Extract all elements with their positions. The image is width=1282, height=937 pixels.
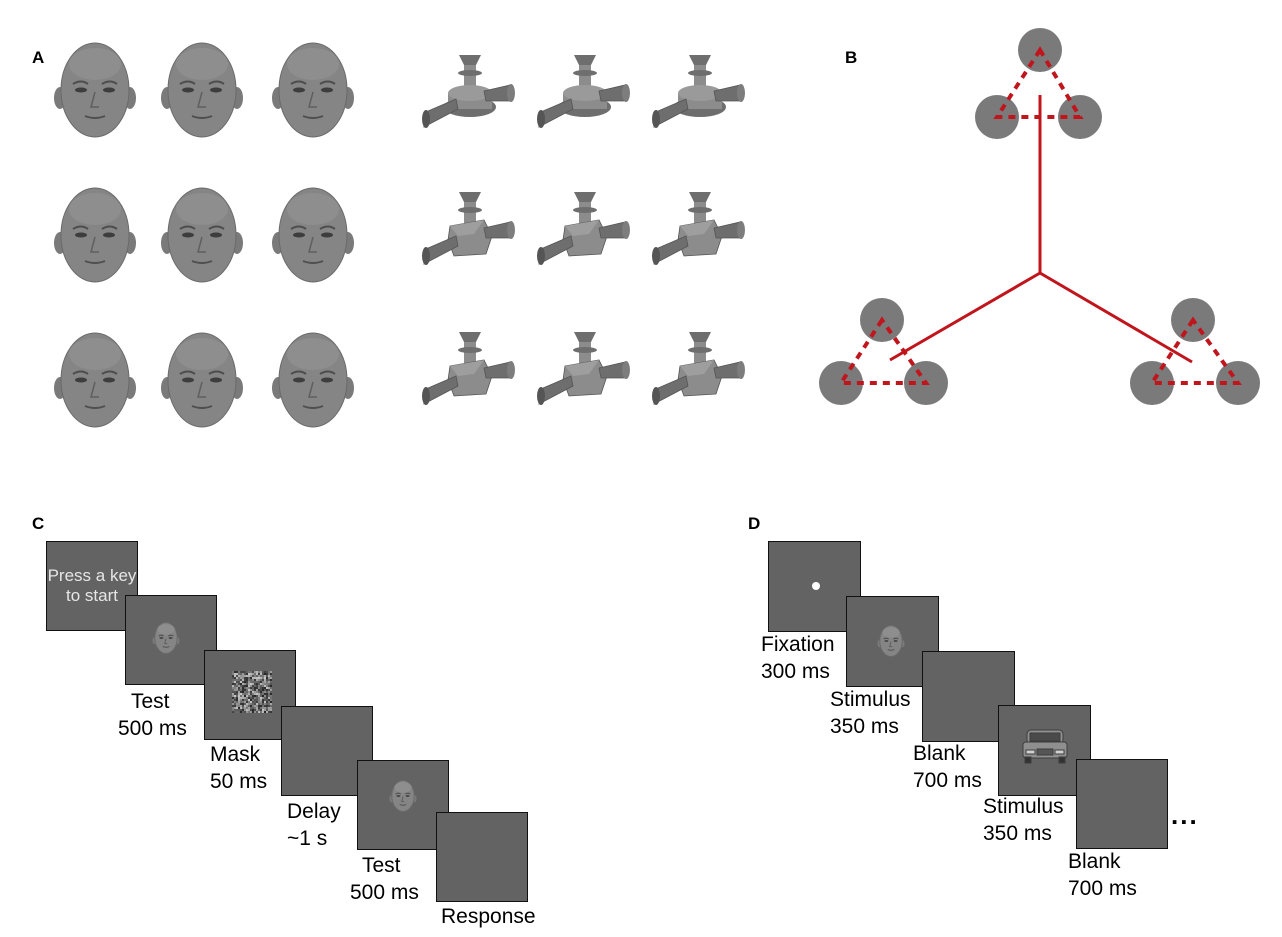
blank-screen-2 <box>1076 759 1168 849</box>
step-label: Response <box>441 905 536 928</box>
face-stimulus <box>54 332 136 428</box>
step-duration: 700 ms <box>913 769 982 792</box>
face-stimulus <box>161 187 243 283</box>
step-label: Stimulus <box>830 688 911 711</box>
fixation-dot <box>812 582 820 590</box>
step-duration: 50 ms <box>210 770 268 793</box>
object-stimulus <box>652 55 745 128</box>
node-cluster <box>1130 298 1260 405</box>
caption-blank-2: Blank 700 ms <box>1068 848 1137 902</box>
start-text-line1: Press a key <box>47 566 137 585</box>
step-label: Blank <box>1068 850 1121 873</box>
face-stimulus <box>161 42 243 138</box>
continuation-ellipsis: ... <box>1171 800 1199 830</box>
object-stimulus <box>537 55 630 128</box>
dashed-triangle <box>1148 316 1242 385</box>
step-label: Stimulus <box>983 795 1064 818</box>
face-stimulus <box>877 624 905 658</box>
caption-delay: Delay ~1 s <box>287 798 341 852</box>
object-stimulus <box>537 332 630 405</box>
face-stimulus <box>54 187 136 283</box>
face-stimulus <box>54 42 136 138</box>
caption-blank-1: Blank 700 ms <box>913 740 982 794</box>
caption-response: Response <box>441 903 536 930</box>
panel-label-d: D <box>748 514 761 533</box>
object-stimulus <box>652 192 745 265</box>
branch-left <box>889 271 1041 362</box>
start-screen: Press a key to start <box>46 541 138 631</box>
node-circle <box>819 361 863 405</box>
object-stimulus <box>422 55 515 128</box>
caption-mask: Mask 50 ms <box>210 741 267 795</box>
face-stimulus <box>389 779 417 813</box>
caption-stimulus-1: Stimulus 350 ms <box>830 686 911 740</box>
face-stimulus <box>272 187 354 283</box>
step-label: Fixation <box>761 633 835 656</box>
noise-mask <box>232 671 272 713</box>
tree-branches <box>889 95 1193 364</box>
step-label: Blank <box>913 742 966 765</box>
face-stimulus <box>161 332 243 428</box>
face-stimulus <box>272 42 354 138</box>
response-screen <box>436 812 528 902</box>
step-label: Mask <box>210 743 261 766</box>
dashed-triangle <box>993 46 1084 119</box>
caption-test-2: Test 500 ms <box>350 852 419 906</box>
start-text-line2: to start <box>66 586 118 605</box>
step-duration: 500 ms <box>118 717 187 740</box>
step-duration: 350 ms <box>830 715 899 738</box>
panel-b-diagram <box>819 28 1260 405</box>
branch-right <box>1039 271 1193 364</box>
step-label: Test <box>362 854 401 877</box>
mask-screen <box>204 650 296 740</box>
object-stimulus <box>422 192 515 265</box>
panel-label-c: C <box>32 514 45 533</box>
object-stimulus <box>537 192 630 265</box>
caption-stimulus-2: Stimulus 350 ms <box>983 793 1064 847</box>
caption-fixation: Fixation 300 ms <box>761 631 835 685</box>
step-label: Delay <box>287 800 341 823</box>
caption-test-1: Test 500 ms <box>118 688 187 742</box>
step-duration: 700 ms <box>1068 877 1137 900</box>
face-stimulus <box>152 621 180 655</box>
face-stimulus <box>272 332 354 428</box>
step-duration: ~1 s <box>287 827 328 850</box>
fixation-screen <box>768 541 861 632</box>
panel-label-b: B <box>845 48 858 67</box>
object-stimulus <box>422 332 515 405</box>
object-stimulus <box>652 332 745 405</box>
step-duration: 500 ms <box>350 881 419 904</box>
car-stimulus <box>1022 729 1068 764</box>
test-screen-1 <box>125 595 217 685</box>
panel-label-a: A <box>32 48 45 67</box>
step-label: Test <box>131 690 170 713</box>
test-screen-2 <box>357 760 449 850</box>
stimulus-screen-2 <box>998 705 1091 796</box>
step-duration: 300 ms <box>761 660 830 683</box>
node-circle <box>1130 361 1174 405</box>
node-cluster <box>975 28 1102 139</box>
node-cluster <box>819 298 948 405</box>
dashed-triangle <box>837 316 930 385</box>
step-duration: 350 ms <box>983 822 1052 845</box>
